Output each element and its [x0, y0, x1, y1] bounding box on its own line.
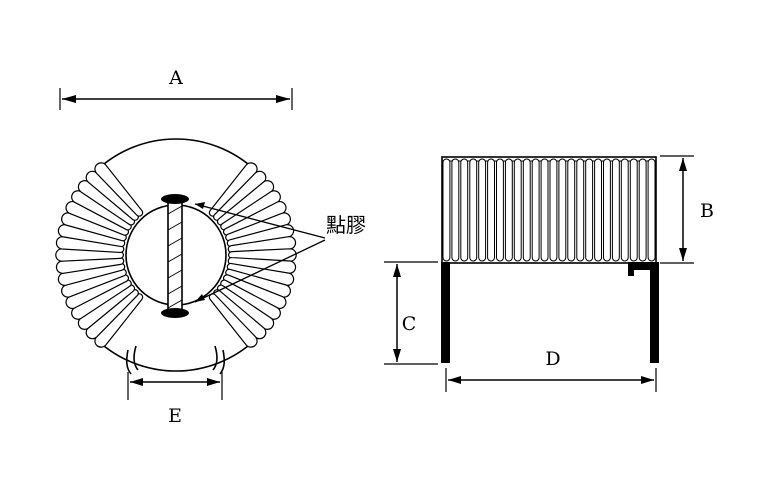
side-view-leads: [441, 262, 659, 363]
side-winding-turn: [558, 158, 567, 262]
label-a: A: [168, 67, 183, 89]
dimension-e: [127, 372, 223, 400]
winding-turn: [213, 170, 267, 221]
side-winding-turn: [611, 158, 620, 262]
side-winding-turn: [460, 158, 469, 262]
side-winding-turn: [478, 158, 487, 262]
winding-turn: [55, 236, 125, 254]
side-winding-turn: [594, 158, 602, 262]
label-glue: 點膠: [326, 213, 366, 237]
toroid-leads: [125, 345, 226, 375]
side-winding-turn: [647, 158, 656, 262]
glue-callout-leaders: [194, 202, 326, 303]
side-winding-turn: [504, 158, 513, 262]
winding-turn: [77, 180, 136, 226]
label-e: E: [168, 405, 182, 427]
side-winding-turn: [442, 158, 451, 262]
side-winding-turn: [576, 158, 585, 262]
side-winding-turn: [531, 158, 540, 262]
dimension-b: [660, 155, 694, 264]
winding-turn: [57, 262, 126, 286]
side-winding-turn: [496, 158, 504, 262]
winding-turn: [223, 201, 287, 236]
side-winding-turn: [549, 158, 558, 262]
winding-turn: [216, 284, 275, 330]
winding-turn: [220, 279, 281, 320]
winding-turn: [65, 274, 129, 309]
winding-turn: [225, 268, 291, 298]
side-winding-turn: [603, 158, 611, 262]
side-winding-turn: [451, 158, 460, 262]
winding-turn: [61, 268, 127, 298]
winding-turn: [61, 212, 127, 242]
side-winding-turn: [522, 158, 531, 262]
side-winding-turn: [487, 158, 496, 262]
side-winding-turn: [469, 158, 478, 262]
side-view-turns: [442, 158, 656, 262]
side-view-body: [441, 156, 657, 264]
winding-turn: [223, 274, 287, 309]
winding-turn: [226, 262, 295, 286]
side-winding-turn: [629, 158, 638, 262]
side-winding-turn: [620, 158, 629, 262]
winding-turn: [65, 201, 129, 236]
side-winding-turn: [638, 158, 647, 262]
side-winding-turn: [513, 158, 522, 262]
winding-turn: [77, 284, 136, 330]
winding-turn: [57, 224, 126, 248]
winding-turn: [220, 190, 281, 231]
winding-turn: [85, 170, 139, 221]
side-winding-turn: [585, 158, 594, 262]
winding-turn: [71, 279, 132, 320]
dimension-d: [445, 368, 657, 392]
side-winding-turn: [567, 158, 576, 262]
glue-strip: [167, 199, 183, 311]
winding-turn: [208, 162, 258, 217]
label-d: D: [545, 348, 560, 370]
winding-turn: [85, 289, 139, 340]
label-b: B: [700, 200, 714, 222]
winding-turn: [225, 212, 291, 242]
winding-turn: [226, 224, 295, 248]
side-winding-turn: [540, 158, 549, 262]
winding-turn: [94, 162, 144, 217]
winding-turn: [71, 190, 132, 231]
glue-dots: [161, 194, 189, 318]
winding-turn: [213, 289, 267, 340]
winding-turn: [55, 256, 125, 274]
winding-turn: [94, 293, 144, 348]
winding-turn: [227, 236, 297, 254]
dimension-a: [59, 88, 293, 110]
dimension-c: [384, 261, 438, 365]
label-c: C: [402, 313, 417, 335]
